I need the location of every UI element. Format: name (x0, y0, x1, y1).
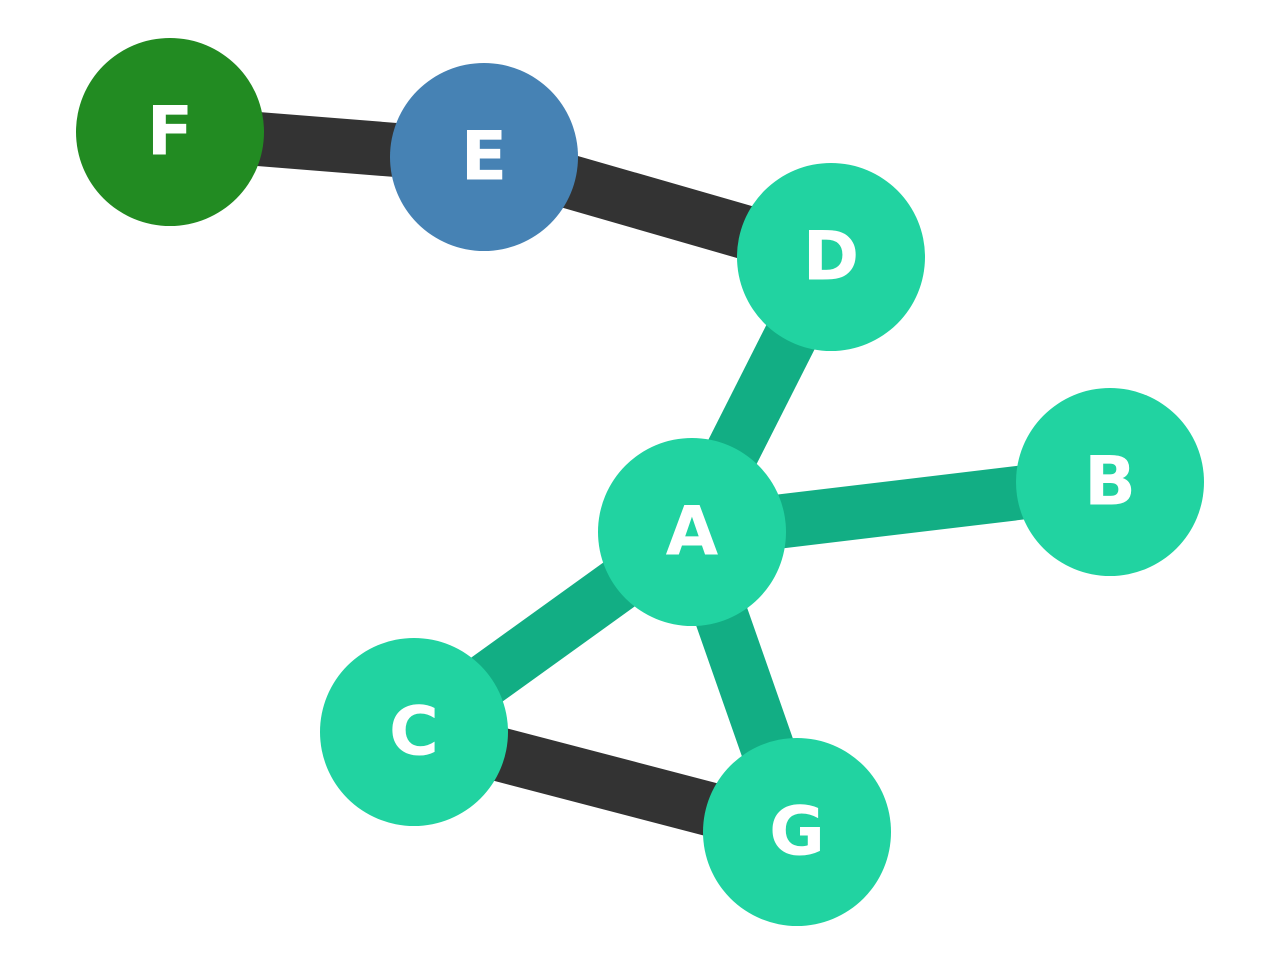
node-g-circle (703, 738, 891, 926)
node-c: C (320, 638, 508, 826)
node-d: D (737, 163, 925, 351)
node-b: B (1016, 388, 1204, 576)
node-c-circle (320, 638, 508, 826)
node-f-circle (76, 38, 264, 226)
node-b-circle (1016, 388, 1204, 576)
nodes-layer: A B C D E F G (76, 38, 1204, 926)
node-a-label: A (666, 493, 719, 572)
node-a-circle (598, 438, 786, 626)
node-c-label: C (389, 693, 439, 772)
node-a: A (598, 438, 786, 626)
node-e-label: E (461, 118, 507, 197)
node-e: E (390, 63, 578, 251)
node-b-label: B (1084, 443, 1136, 522)
node-e-circle (390, 63, 578, 251)
node-f: F (76, 38, 264, 226)
node-f-label: F (147, 93, 193, 172)
node-d-label: D (803, 218, 859, 297)
node-g: G (703, 738, 891, 926)
node-g-label: G (769, 793, 825, 872)
node-d-circle (737, 163, 925, 351)
